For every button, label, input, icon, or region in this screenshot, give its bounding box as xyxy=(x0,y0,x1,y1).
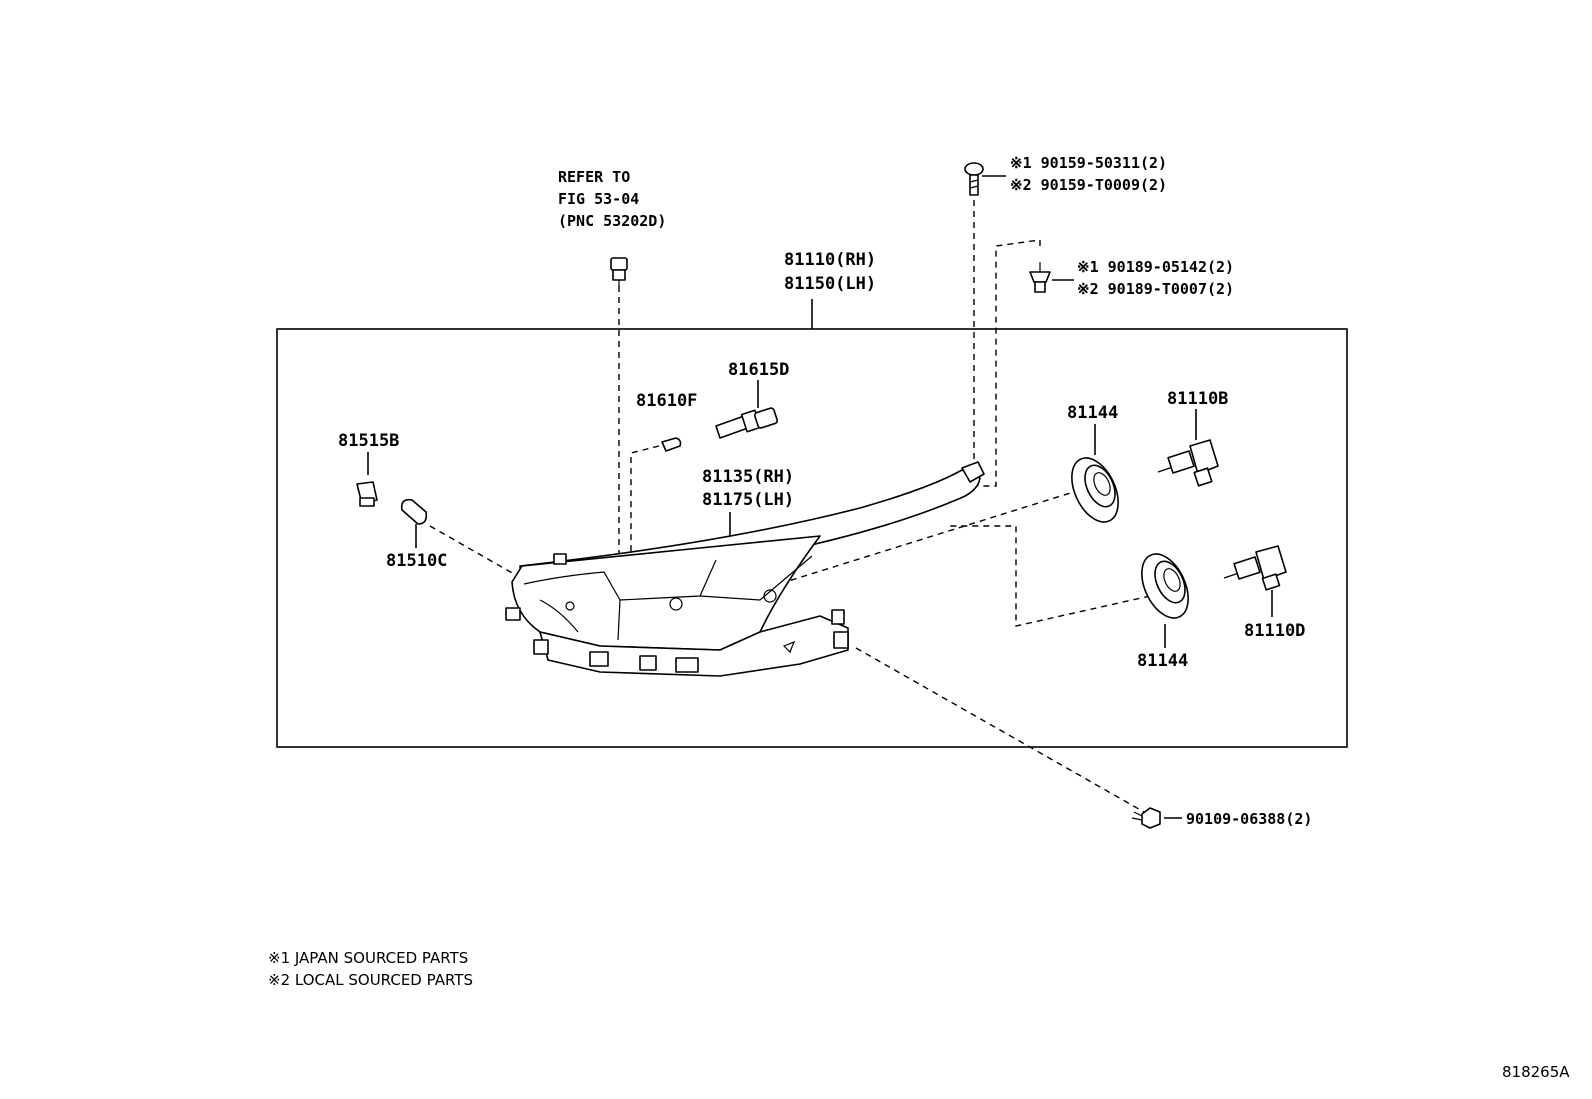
bolt-bottom-icon xyxy=(1131,807,1161,829)
bulb-81110D-icon xyxy=(1223,545,1287,591)
figure-id: 818265A xyxy=(1502,1063,1570,1081)
socket-81615D-icon xyxy=(715,407,779,439)
refer-line-3: (PNC 53202D) xyxy=(558,212,666,230)
dash-81610F xyxy=(630,445,660,562)
note-japan-sourced: ※1 JAPAN SOURCED PARTS xyxy=(268,949,468,967)
dash-81144-lower xyxy=(948,525,1151,627)
part-label-81144-lower: 81144 xyxy=(1137,651,1188,671)
assembly-label-lh: 81150(LH) xyxy=(784,274,876,294)
bolt-bottom-label: 90109-06388(2) xyxy=(1186,810,1312,828)
housing-label-rh: 81135(RH) xyxy=(702,467,794,487)
bulb-81510C-icon xyxy=(400,498,428,525)
bolt-top-label-1: ※1 90159-50311(2) xyxy=(1010,154,1167,172)
screw-grommet-label-2: ※2 90189-T0007(2) xyxy=(1077,280,1234,298)
bolt-top-icon xyxy=(964,162,984,196)
cover-81144-lower-icon xyxy=(1141,553,1189,619)
bulb-81110B-icon xyxy=(1157,439,1219,487)
socket-81515B-icon xyxy=(356,481,378,507)
screw-grommet-icon xyxy=(1029,262,1051,293)
screw-grommet-label-1: ※1 90189-05142(2) xyxy=(1077,258,1234,276)
part-label-81110D: 81110D xyxy=(1244,621,1305,641)
bulb-81610F-icon xyxy=(661,437,682,452)
assembly-label-rh: 81110(RH) xyxy=(784,250,876,270)
bolt-top-label-2: ※2 90159-T0009(2) xyxy=(1010,176,1167,194)
part-label-81144-upper: 81144 xyxy=(1067,403,1118,423)
note-local-sourced: ※2 LOCAL SOURCED PARTS xyxy=(268,971,473,989)
cover-81144-upper-icon xyxy=(1071,457,1119,523)
headlamp-housing-icon xyxy=(505,461,985,677)
part-label-81610F: 81610F xyxy=(636,391,697,411)
part-label-81515B: 81515B xyxy=(338,431,399,451)
refer-line-2: FIG 53-04 xyxy=(558,190,639,208)
part-label-81110B: 81110B xyxy=(1167,389,1228,409)
part-label-81615D: 81615D xyxy=(728,360,789,380)
housing-label-lh: 81175(LH) xyxy=(702,490,794,510)
dash-screw-grommet xyxy=(978,239,1041,487)
dash-bolt-bottom xyxy=(855,647,1145,813)
part-label-81510C: 81510C xyxy=(386,551,447,571)
refer-line-1: REFER TO xyxy=(558,168,630,186)
connector-icon xyxy=(610,257,628,286)
